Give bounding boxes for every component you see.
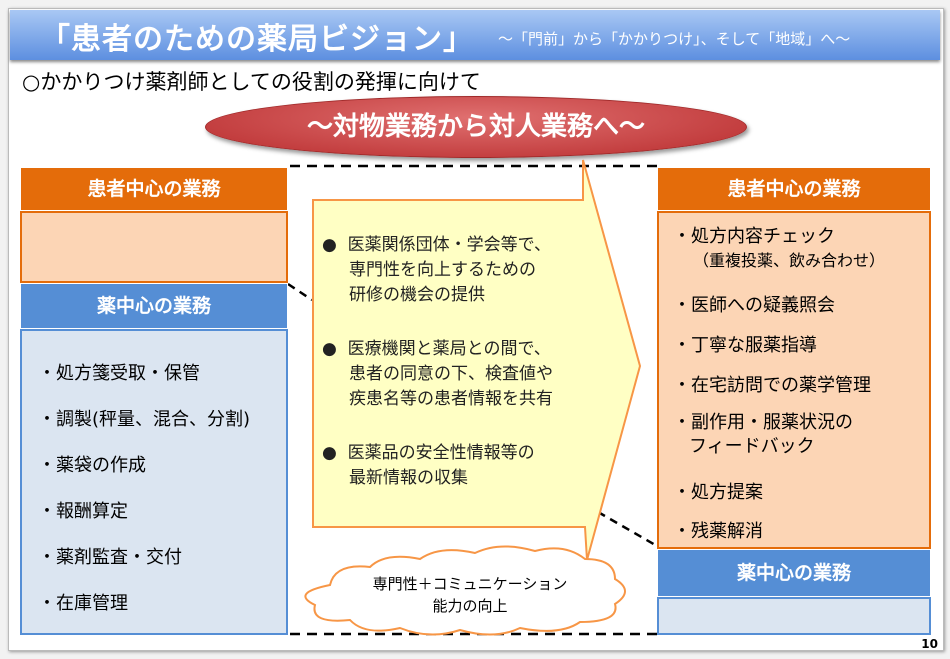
cloud-shape (304, 545, 626, 636)
item-line: （重複投薬、飲み合わせ） (693, 251, 886, 270)
banner-ellipse: ～対物業務から対人業務へ～ (205, 96, 747, 158)
slide-title: 「患者のための薬局ビジョン」 (40, 22, 474, 57)
bullet-line: 最新情報の収集 (349, 468, 469, 488)
arrow-callout (312, 159, 642, 561)
center-bullet: ● 医薬関係団体・学会等で、 専門性を向上するための 研修の機会の提供 (322, 235, 551, 305)
list-item: ・薬剤監査・交付 (38, 547, 182, 568)
dashed-left-diag (287, 282, 313, 302)
bullet-line: 研修の機会の提供 (349, 285, 486, 305)
list-item: ・調製(秤量、混合、分割) (38, 409, 251, 430)
list-item: ・処方箋受取・保管 (38, 363, 200, 384)
title-bar (10, 10, 940, 60)
bullet-line: 医薬関係団体・学会等で、 (347, 235, 551, 255)
list-item: ・薬袋の作成 (38, 455, 146, 476)
list-item: ・医師への疑義照会 (673, 295, 835, 316)
page-number: 10 (921, 637, 938, 651)
left-patient-header: 患者中心の業務 (20, 167, 288, 211)
cloud-line: 能力の向上 (432, 597, 508, 615)
list-item: ・残薬解消 (673, 521, 763, 542)
list-item: ・丁寧な服薬指導 (673, 335, 817, 356)
right-patient-body: ・処方内容チェック （重複投薬、飲み合わせ） ・医師への疑義照会 ・丁寧な服薬指導… (657, 211, 931, 549)
right-patient-header: 患者中心の業務 (657, 167, 931, 211)
list-item: ・処方提案 (673, 482, 763, 503)
lead-text: ○かかりつけ薬剤師としての役割の発揮に向けて (22, 70, 481, 94)
bullet-line: 患者の同意の下、検査値や (349, 364, 554, 384)
item-line: ・副作用・服薬状況の (673, 412, 853, 433)
dashed-right-diag (597, 510, 658, 548)
item-line: ・処方内容チェック (673, 226, 835, 247)
right-drug-header: 薬中心の業務 (657, 549, 931, 597)
banner-text: ～対物業務から対人業務へ～ (306, 112, 645, 142)
list-item: ・在宅訪問での薬学管理 (673, 375, 871, 396)
bullet-line: 専門性を向上するための (349, 260, 537, 280)
center-bullet: ● 医薬品の安全性情報等の 最新情報の収集 (322, 443, 535, 488)
left-drug-header: 薬中心の業務 (20, 283, 288, 329)
item-line: フィードバック (689, 436, 815, 457)
list-item: ・副作用・服薬状況のフィードバック (673, 411, 853, 459)
slide-subtitle: ～「門前」から「かかりつけ」、そして「地域」へ～ (498, 30, 851, 48)
cloud-text: 専門性＋コミュニケーション能力の向上 (320, 573, 620, 617)
list-item: ・処方内容チェック （重複投薬、飲み合わせ） (673, 225, 885, 273)
right-drug-body (657, 597, 931, 635)
bullet-line: 医療機関と薬局との間で、 (347, 339, 551, 359)
list-item: ・在庫管理 (38, 593, 128, 614)
left-patient-body (20, 211, 288, 283)
bullet-line: 医薬品の安全性情報等の (347, 443, 535, 463)
cloud-line: 専門性＋コミュニケーション (372, 575, 568, 593)
bullet-line: 疾患名等の患者情報を共有 (349, 389, 554, 409)
center-bullet: ● 医療機関と薬局との間で、 患者の同意の下、検査値や 疾患名等の患者情報を共有 (322, 339, 554, 409)
list-item: ・報酬算定 (38, 501, 128, 522)
left-drug-body: ・処方箋受取・保管 ・調製(秤量、混合、分割) ・薬袋の作成 ・報酬算定 ・薬剤… (20, 329, 288, 635)
